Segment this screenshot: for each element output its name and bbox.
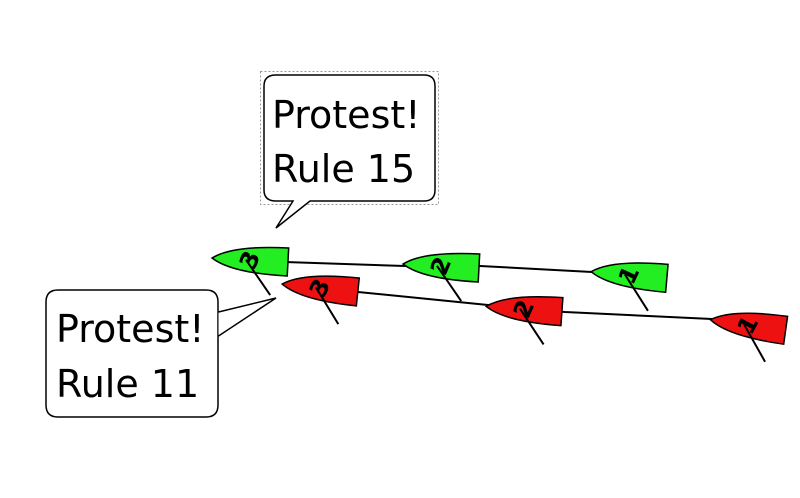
red-boat-3-hull (280, 275, 361, 307)
green-boat-2[interactable]: 2 (401, 250, 481, 302)
green-boat-1[interactable]: 1 (588, 258, 669, 312)
callout-rule-11-line2: Rule 11 (56, 362, 199, 406)
green-boat-1-hull (589, 262, 669, 294)
red-boat-3-boom (315, 287, 340, 325)
callout-rule-15-bubble (263, 74, 436, 229)
selection-frame (260, 71, 439, 205)
red-boat-2-boom (519, 308, 545, 346)
green-boat-3-hull (210, 246, 290, 277)
red-boat-1[interactable]: 1 (706, 306, 789, 364)
red-boat-2[interactable]: 2 (484, 292, 564, 346)
green-boat-3[interactable]: 3 (210, 244, 290, 296)
green-boat-2-hull (401, 252, 481, 283)
callout-rule-15-line2: Rule 15 (272, 147, 415, 191)
green-boat-1-boom (624, 274, 649, 312)
green-boat-3-boom (245, 259, 272, 296)
red-boat-2-hull (484, 296, 564, 327)
red-boat-1-hull (709, 312, 789, 345)
callout-rule-11[interactable]: Protest! Rule 11 (45, 289, 277, 418)
callout-rule-11-pointer (218, 297, 277, 337)
red-boat-1-boom (743, 323, 766, 363)
green-boat-2-boom (436, 265, 463, 302)
callout-rule-15[interactable]: Protest! Rule 15 (263, 74, 436, 229)
callout-rule-11-bubble (45, 289, 219, 418)
red-boat-3[interactable]: 3 (279, 270, 361, 326)
callout-rule-15-line1: Protest! (272, 93, 421, 137)
callout-rule-11-line1: Protest! (56, 307, 205, 351)
